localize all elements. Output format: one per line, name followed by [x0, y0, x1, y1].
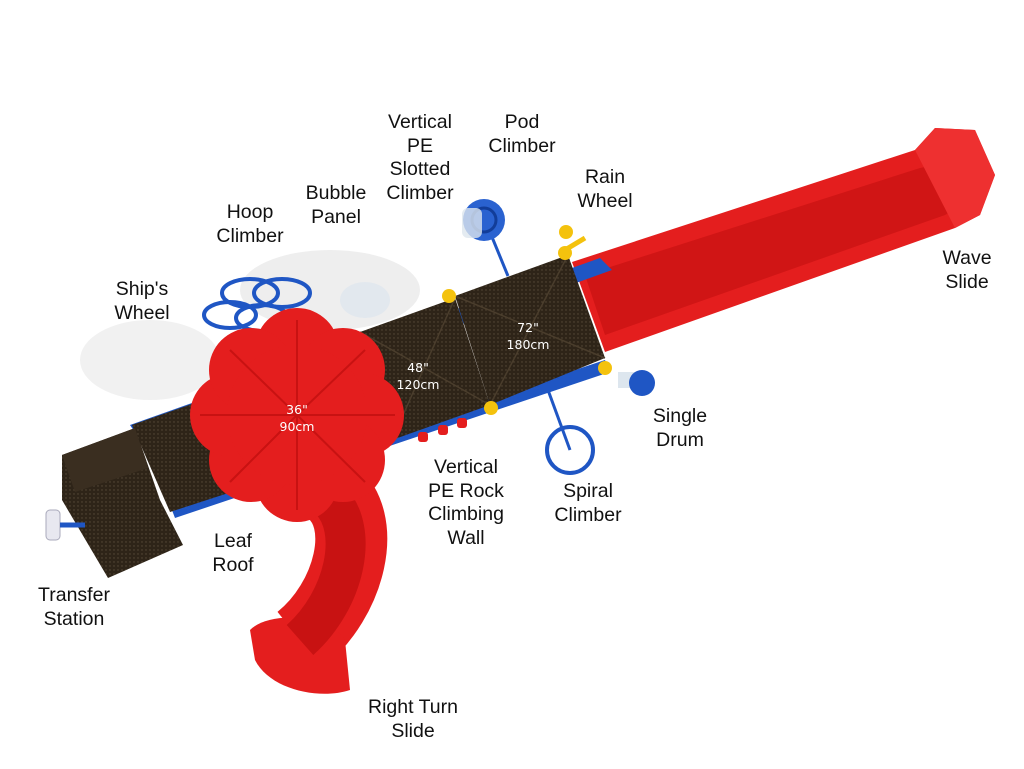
label-line: PE Rock — [428, 479, 504, 502]
label-line: Climber — [216, 224, 284, 247]
deck-height-imperial: 48" — [407, 360, 429, 375]
label-vertical-pe-rock-climbing-wall: Vertical PE Rock Climbing Wall — [428, 456, 504, 550]
label-hoop-climber: Hoop Climber — [216, 201, 283, 248]
spiral-climber — [545, 389, 595, 475]
transfer-station — [45, 428, 183, 578]
label-line: Spiral — [563, 480, 613, 502]
label-line: Drum — [656, 428, 704, 451]
pod-climber — [462, 199, 510, 277]
label-line: Vertical — [388, 111, 452, 133]
label-line: Transfer — [38, 584, 110, 606]
label-line: Wheel — [577, 189, 633, 212]
deck-height-imperial: 36" — [286, 402, 308, 417]
shadow — [240, 250, 420, 330]
label-line: Slide — [391, 719, 435, 742]
label-line: PE — [406, 134, 433, 157]
post-clamps — [442, 246, 612, 415]
deck-height-72: 72" 180cm — [507, 319, 550, 353]
label-vertical-pe-slotted-climber: Vertical PE Slotted Climber — [386, 111, 453, 205]
deck-height-48: 48" 120cm — [397, 359, 440, 393]
label-line: Bubble — [305, 182, 367, 204]
label-rain-wheel: Rain Wheel — [577, 166, 632, 213]
label-line: Station — [43, 607, 105, 630]
label-line: Slotted — [389, 158, 451, 180]
label-line: Hoop — [226, 201, 274, 223]
label-bubble-panel: Bubble Panel — [306, 182, 367, 229]
label-line: Ship's — [115, 278, 169, 300]
label-line: Right Turn — [368, 696, 458, 718]
deck-height-metric: 180cm — [506, 337, 550, 352]
label-leaf-roof: Leaf Roof — [212, 530, 253, 577]
label-wave-slide: Wave Slide — [942, 247, 991, 294]
label-spiral-climber: Spiral Climber — [554, 480, 621, 527]
rain-wheel — [559, 225, 587, 253]
label-line: Pod — [504, 111, 540, 133]
right-turn-slide — [250, 461, 388, 694]
label-transfer-station: Transfer Station — [38, 584, 110, 631]
label-line: Climber — [554, 503, 622, 526]
label-right-turn-slide: Right Turn Slide — [368, 696, 458, 743]
bubble-panel — [340, 282, 390, 318]
deck-height-36: 36" 90cm — [280, 401, 315, 435]
deck-height-metric: 120cm — [396, 377, 440, 392]
shadow — [80, 320, 220, 400]
label-line: Climber — [386, 181, 454, 204]
label-line: Climbing — [428, 503, 504, 525]
label-line: Wave — [942, 247, 992, 269]
label-line: Single — [652, 405, 708, 427]
label-line: Wall — [447, 526, 485, 549]
label-line: Vertical — [434, 456, 498, 478]
label-line: Slide — [945, 270, 989, 293]
deck-height-imperial: 72" — [517, 320, 539, 335]
label-ships-wheel: Ship's Wheel — [114, 278, 169, 325]
label-line: Climber — [488, 134, 556, 157]
leaf-roof — [190, 308, 404, 522]
single-drum — [618, 370, 655, 396]
wave-slide — [572, 128, 995, 352]
label-line: Wheel — [114, 301, 170, 324]
label-line: Roof — [212, 553, 254, 576]
label-line: Panel — [311, 205, 361, 228]
label-single-drum: Single Drum — [653, 405, 707, 452]
rock-climbing-wall — [418, 418, 467, 442]
deck-height-metric: 90cm — [279, 419, 315, 434]
label-line: Leaf — [214, 530, 252, 552]
label-pod-climber: Pod Climber — [488, 111, 555, 158]
label-line: Rain — [584, 166, 626, 188]
